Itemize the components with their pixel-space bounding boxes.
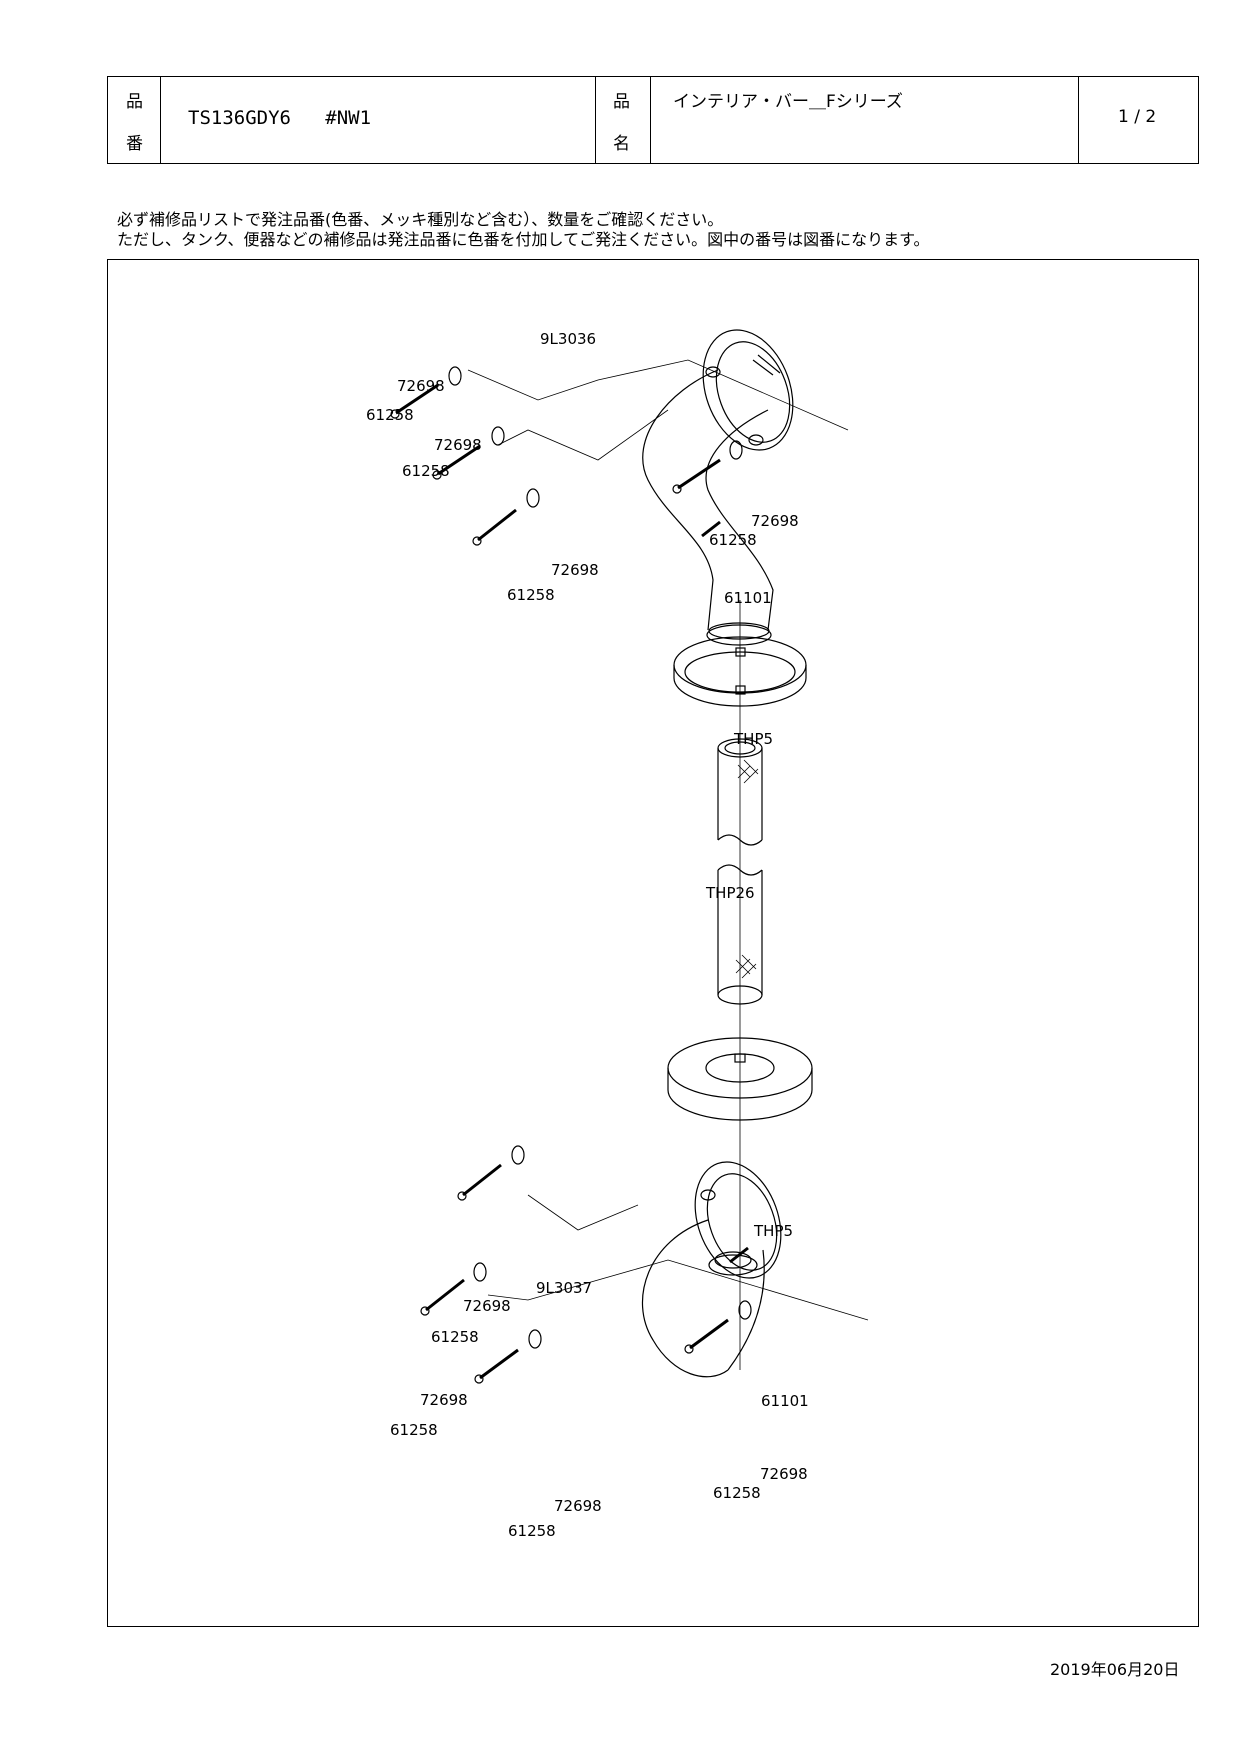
screw: [729, 1246, 749, 1264]
callout-61258: 61258: [431, 1328, 479, 1346]
callout-72698: 72698: [760, 1465, 808, 1483]
callout-72698: 72698: [554, 1497, 602, 1515]
screw: [390, 366, 462, 419]
callout-61258: 61258: [713, 1484, 761, 1502]
divider: [1078, 77, 1079, 163]
callout-61101: 61101: [761, 1392, 809, 1410]
callout-61258: 61258: [507, 586, 555, 604]
divider: [595, 77, 596, 163]
callout-72698: 72698: [751, 512, 799, 530]
callout-THP5: THP5: [753, 1222, 793, 1240]
top-bracket: [642, 329, 794, 646]
diagram-frame: 9L3036 72698 61258 72698 61258 72698 612…: [107, 259, 1199, 1627]
screw: [420, 1262, 487, 1316]
screw: [472, 488, 540, 546]
callout-9L3036: 9L3036: [540, 330, 596, 348]
screw: [701, 520, 721, 538]
screw: [672, 440, 743, 494]
issue-date: 2019年06月20日: [1050, 1660, 1180, 1679]
callout-61258: 61258: [366, 406, 414, 424]
callout-72698: 72698: [397, 377, 445, 395]
callout-THP5: THP5: [733, 730, 773, 748]
callout-61258: 61258: [709, 531, 757, 549]
part-name-label: 名: [613, 134, 630, 154]
top-cover: [673, 636, 807, 707]
page-number: 1 / 2: [1118, 107, 1157, 127]
title-block: 品 番 TS136GDY6 #NW1 品 名 インテリア・バー＿Fシリーズ 1 …: [107, 76, 1199, 164]
divider: [650, 77, 651, 163]
screw: [457, 1145, 525, 1201]
part-number-label: 番: [126, 134, 143, 154]
divider: [160, 77, 161, 163]
screw: [432, 426, 505, 480]
instructions: 必ず補修品リストで発注品番(色番、メッキ種別など含む）、数量をご確認ください。 …: [117, 210, 929, 250]
part-code: TS136GDY6 #NW1: [188, 107, 372, 129]
bottom-bracket: [641, 1161, 782, 1378]
callout-61258: 61258: [508, 1522, 556, 1540]
instruction-line: 必ず補修品リストで発注品番(色番、メッキ種別など含む）、数量をご確認ください。: [117, 210, 724, 229]
callout-61101: 61101: [724, 589, 772, 607]
callout-72698: 72698: [463, 1297, 511, 1315]
part-name-label: 品: [613, 92, 630, 112]
callout-72698: 72698: [551, 561, 599, 579]
part-name: インテリア・バー＿Fシリーズ: [673, 92, 903, 112]
bar: [717, 738, 763, 1005]
exploded-diagram: 9L3036 72698 61258 72698 61258 72698 612…: [366, 329, 869, 1540]
callout-72698: 72698: [434, 436, 482, 454]
callout-61258: 61258: [390, 1421, 438, 1439]
instruction-line: ただし、タンク、便器などの補修品は発注品番に色番を付加してご発注ください。図中の…: [117, 230, 930, 249]
screw: [684, 1300, 752, 1354]
callout-72698: 72698: [420, 1391, 468, 1409]
part-number-label: 品: [126, 92, 143, 112]
callout-9L3037: 9L3037: [536, 1279, 592, 1297]
callout-61258: 61258: [402, 462, 450, 480]
screw: [474, 1329, 542, 1384]
bottom-cover: [667, 1037, 813, 1121]
callout-THP26: THP26: [705, 884, 755, 902]
